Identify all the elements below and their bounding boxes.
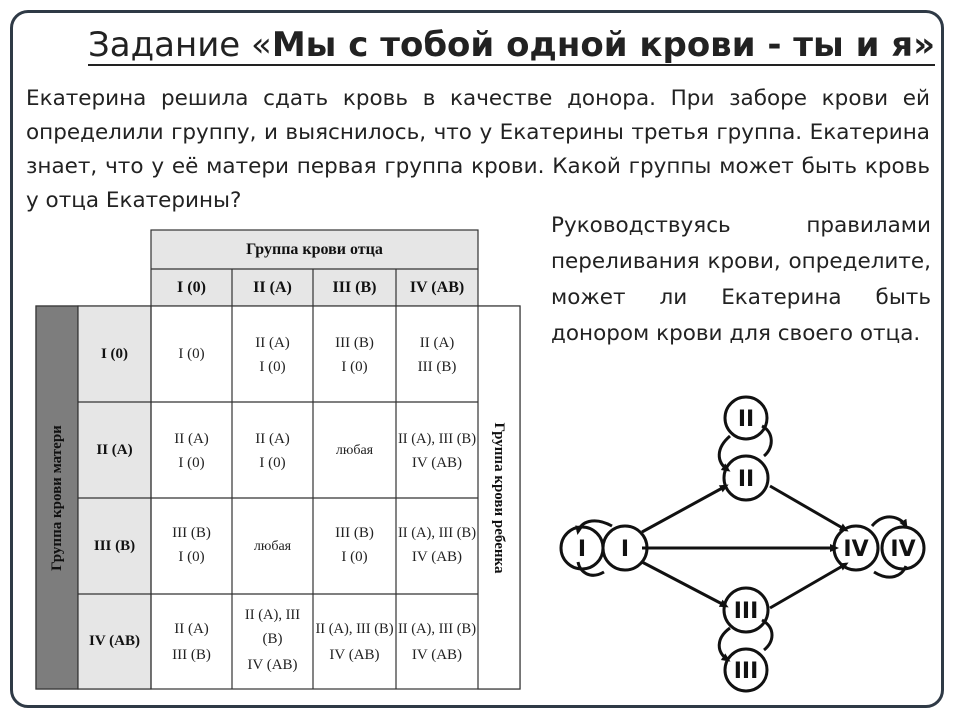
node-ii-outer bbox=[723, 395, 769, 441]
table-cell: I (0) bbox=[178, 549, 205, 565]
node-ii bbox=[722, 454, 770, 502]
father-group-1: I (0) bbox=[177, 279, 206, 296]
table-cell: I (0) bbox=[259, 455, 286, 471]
table-cell: (B) bbox=[262, 631, 283, 647]
table-cell: III (B) bbox=[335, 335, 374, 351]
table-cell: III (B) bbox=[172, 525, 211, 541]
table-cell: IV (AB) bbox=[329, 647, 380, 663]
table-cell: II (A), III (B) bbox=[397, 525, 477, 541]
table-cell: II (A) bbox=[174, 431, 209, 447]
arrow-i-to-ii bbox=[641, 484, 729, 534]
mother-group-2: II (A) bbox=[96, 442, 133, 458]
node-iv bbox=[832, 524, 880, 572]
mother-group-1: I (0) bbox=[100, 346, 129, 362]
slide-title: Задание «Мы с тобой одной крови - ты и я… bbox=[88, 25, 936, 66]
table-cell: IV (AB) bbox=[247, 657, 298, 673]
node-label: II bbox=[738, 407, 754, 432]
table-cell: II (A) bbox=[255, 335, 290, 351]
node-iii-outer bbox=[723, 647, 769, 693]
table-cell: I (0) bbox=[341, 359, 368, 375]
node-iv-outer bbox=[880, 525, 926, 571]
table-cell: III (B) bbox=[335, 525, 374, 541]
slide-frame bbox=[10, 10, 944, 708]
arrow-i-to-iii bbox=[641, 560, 729, 608]
task-text: Екатерина решила сдать кровь в качестве … bbox=[26, 86, 930, 213]
title-bold: Мы с тобой одной крови - ты и я» bbox=[271, 25, 936, 65]
table-cell: I (0) bbox=[259, 359, 286, 375]
node-label: III bbox=[734, 599, 759, 624]
table-cell: I (0) bbox=[341, 549, 368, 565]
node-label: III bbox=[734, 659, 759, 684]
mother-group-4: IV (AB) bbox=[89, 633, 140, 649]
father-group-3: III (B) bbox=[332, 279, 377, 296]
arrow-ii-to-iv bbox=[769, 484, 849, 532]
table-cell: IV (AB) bbox=[411, 549, 463, 565]
node-iii bbox=[722, 586, 770, 634]
table-cell: II (A), III (B) bbox=[397, 431, 477, 447]
father-header: Группа крови отца bbox=[246, 241, 383, 258]
table-cell: III (B) bbox=[417, 359, 457, 375]
table-cell: I (0) bbox=[178, 455, 205, 471]
table-cell: I (0) bbox=[178, 346, 205, 362]
question-text: Руководствуясь правилами переливания кро… bbox=[551, 213, 931, 346]
father-group-4: IV (AB) bbox=[409, 279, 465, 296]
table-cell: II (A), III bbox=[244, 607, 301, 623]
node-label: I bbox=[578, 537, 586, 562]
loop-i bbox=[575, 519, 613, 535]
arrow-iii-to-iv bbox=[769, 562, 849, 610]
table-cell: II (A), III (B) bbox=[315, 621, 394, 637]
table-cell: III (B) bbox=[172, 647, 211, 663]
mother-group-3: III (B) bbox=[93, 538, 136, 554]
table-cell: II (A) bbox=[255, 431, 290, 447]
table-cell: IV (AB) bbox=[411, 647, 463, 663]
table-cell: II (A) bbox=[419, 335, 455, 351]
node-label: I bbox=[621, 537, 629, 562]
father-group-2: II (A) bbox=[253, 279, 292, 296]
table-cell: любая bbox=[335, 443, 374, 458]
node-label: IV bbox=[843, 537, 868, 562]
title-prefix: Задание « bbox=[88, 25, 272, 65]
node-i bbox=[601, 524, 649, 572]
table-cell: IV (AB) bbox=[411, 455, 463, 471]
node-label: II bbox=[738, 467, 754, 492]
node-label: IV bbox=[890, 537, 915, 562]
table-cell: II (A) bbox=[174, 621, 209, 637]
table-cell: II (A), III (B) bbox=[397, 621, 477, 637]
loop-iv bbox=[870, 515, 908, 529]
loop-iii bbox=[717, 626, 731, 662]
table-cell: любая bbox=[253, 539, 292, 554]
